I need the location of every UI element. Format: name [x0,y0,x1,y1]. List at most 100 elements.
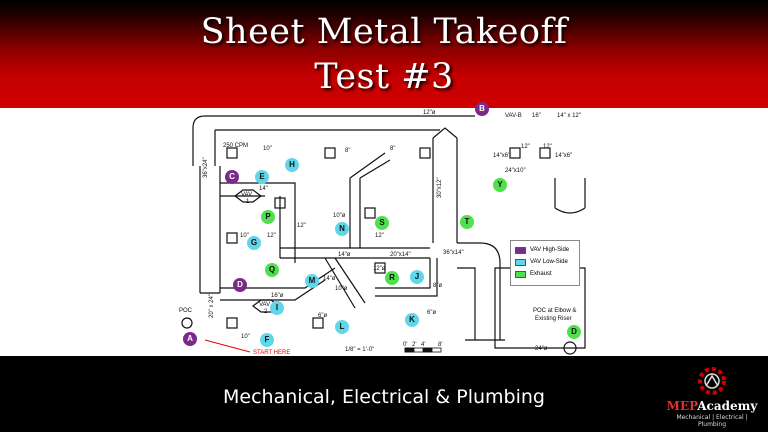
label-16o: 16"ø [271,293,284,299]
label-24x10: 24"x10" [505,168,526,174]
marker-c: C [225,170,239,184]
footer-text: Mechanical, Electrical & Plumbing [223,386,545,408]
label-12e: 12" [375,233,384,239]
legend-swatch [515,247,526,254]
label-vav1-num: 1 [246,199,250,205]
label-scale-4: 4' [421,342,426,348]
scale-bar [404,347,442,353]
diffuser-7 [364,207,376,219]
diffuser-6 [274,197,286,209]
title-line-1: Sheet Metal Takeoff [200,12,568,52]
marker-d-exhaust: D [567,325,581,339]
label-table-vav: VAV-B [505,113,522,119]
top-trunk-duct [192,115,475,166]
diffuser-1 [226,147,238,159]
marker-m: M [305,274,319,288]
diffuser-11 [539,147,551,159]
label-14o: 14"ø [338,252,351,258]
diffuser-5 [419,147,431,159]
label-existing-riser: Existing Riser [535,316,572,322]
marker-e: E [255,170,269,184]
label-8b: 8" [390,146,396,152]
label-scale-8: 8' [438,342,443,348]
marker-r: R [385,271,399,285]
label-vav1: VAV [241,192,253,198]
marker-t: T [460,215,474,229]
label-14o2: 14"ø [323,276,336,282]
label-table-16: 16" [532,113,541,119]
label-8o: 8"ø [433,283,443,289]
ductwork-drawing: 250 CPM 36"x24" 10" 14" 12" 12" 10" 8" 8… [175,102,595,356]
branch-duct-upper [220,182,296,263]
marker-j: J [410,270,424,284]
label-24o: 24"ø [535,346,548,352]
marker-y: Y [493,178,507,192]
label-10o2: 10"ø [335,286,348,292]
left-main-duct [199,166,221,294]
center-trunk-duct [280,247,430,259]
lower-right-duct [375,258,438,297]
vav-1-hexagon [234,189,262,203]
label-36x14: 36"x14" [443,250,464,256]
center-riser-duct [349,152,391,248]
label-scale-0: 0' [403,342,408,348]
label-6o2: 6"ø [427,310,437,316]
marker-b: B [475,102,489,116]
legend-label: VAV Low-Side [530,259,568,265]
legend-swatch [515,271,526,278]
label-vav2-num: 2 [264,309,268,315]
mep-academy-logo: MEPAcademy Mechanical | Electrical | Plu… [662,364,762,428]
lower-branch-duct [220,257,366,309]
riser-pipe [563,341,577,355]
legend-swatch [515,259,526,266]
label-12c: 12" [521,144,530,150]
label-start-here: START HERE [253,350,291,356]
marker-f: F [260,333,274,347]
legend-label: Exhaust [530,271,552,277]
label-14: 14" [259,186,268,192]
marker-l: L [335,320,349,334]
label-poc: POC [179,308,193,314]
label-6o: 6"ø [318,313,328,319]
label-main-dim: 36"x24" [203,157,209,178]
logo-academy: Academy [697,399,758,413]
legend: VAV High-Side VAV Low-Side Exhaust [510,240,580,286]
start-here-leader [204,339,251,353]
marker-k: K [405,313,419,327]
diffuser-9 [312,317,324,329]
right-exhaust-duct [457,242,505,341]
label-12d: 12" [543,144,552,150]
logo-subtitle: Mechanical | Electrical | Plumbing [676,414,748,428]
marker-i: I [270,301,284,315]
gear-icon [698,367,726,395]
label-20x14: 20"x14" [390,252,411,258]
diffuser-2 [226,232,238,244]
diffuser-10 [509,147,521,159]
label-30x12: 30"x12" [437,177,443,198]
label-14x6a: 14"x6" [493,153,511,159]
label-14x6b: 14"x6" [555,153,573,159]
label-8a: 8" [345,148,351,154]
footer-bar: Mechanical, Electrical & Plumbing [0,356,768,432]
title-banner: Sheet Metal Takeoff Test #3 [0,0,768,108]
label-20x24: 20" x 24" [209,294,215,318]
logo-wordmark: MEPAcademy [662,399,762,413]
marker-s: S [375,216,389,230]
diffuser-8 [374,262,386,274]
marker-g: G [247,236,261,250]
label-poc-elbow: POC at Elbow & [533,308,577,314]
label-12a: 12" [297,223,306,229]
exhaust-riser-duct [432,127,458,243]
label-10o: 10"ø [333,213,346,219]
marker-q: Q [265,263,279,277]
label-table-14x12: 14" x 12" [557,113,581,119]
label-vav2: VAV [259,302,271,308]
legend-label: VAV High-Side [530,247,570,253]
label-10c: 10" [241,334,250,340]
label-scale: 1/8" = 1'-0" [345,347,375,353]
poc-symbol [181,317,193,329]
marker-n: N [335,222,349,236]
marker-p: P [261,210,275,224]
marker-h: H [285,158,299,172]
right-wall [554,178,586,214]
